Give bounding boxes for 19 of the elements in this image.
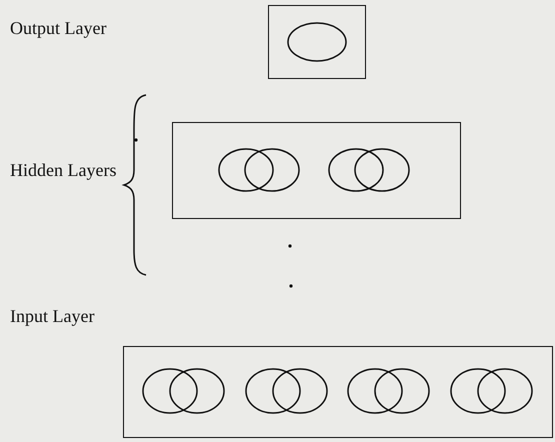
neuron-ellipse [328,148,384,192]
neuron-ellipse [346,368,402,414]
layer-box [268,5,366,79]
neuron-ellipse [286,22,346,62]
neuron-ellipse [218,148,274,192]
neuron-ellipse [374,368,430,414]
layer-label: Output Layer [10,18,106,39]
neuron-ellipse [450,368,506,414]
layer-label: Hidden Layers [10,160,116,181]
neuron-ellipse [272,368,328,414]
neuron-ellipse [244,368,300,414]
layer-box [172,122,461,219]
neuron-ellipse [244,148,300,192]
neuron-ellipse [354,148,410,192]
layer-box [123,346,553,438]
neuron-ellipse [476,368,532,414]
neuron-ellipse [168,368,224,414]
neuron-ellipse [142,368,198,414]
layer-label: Input Layer [10,306,94,327]
